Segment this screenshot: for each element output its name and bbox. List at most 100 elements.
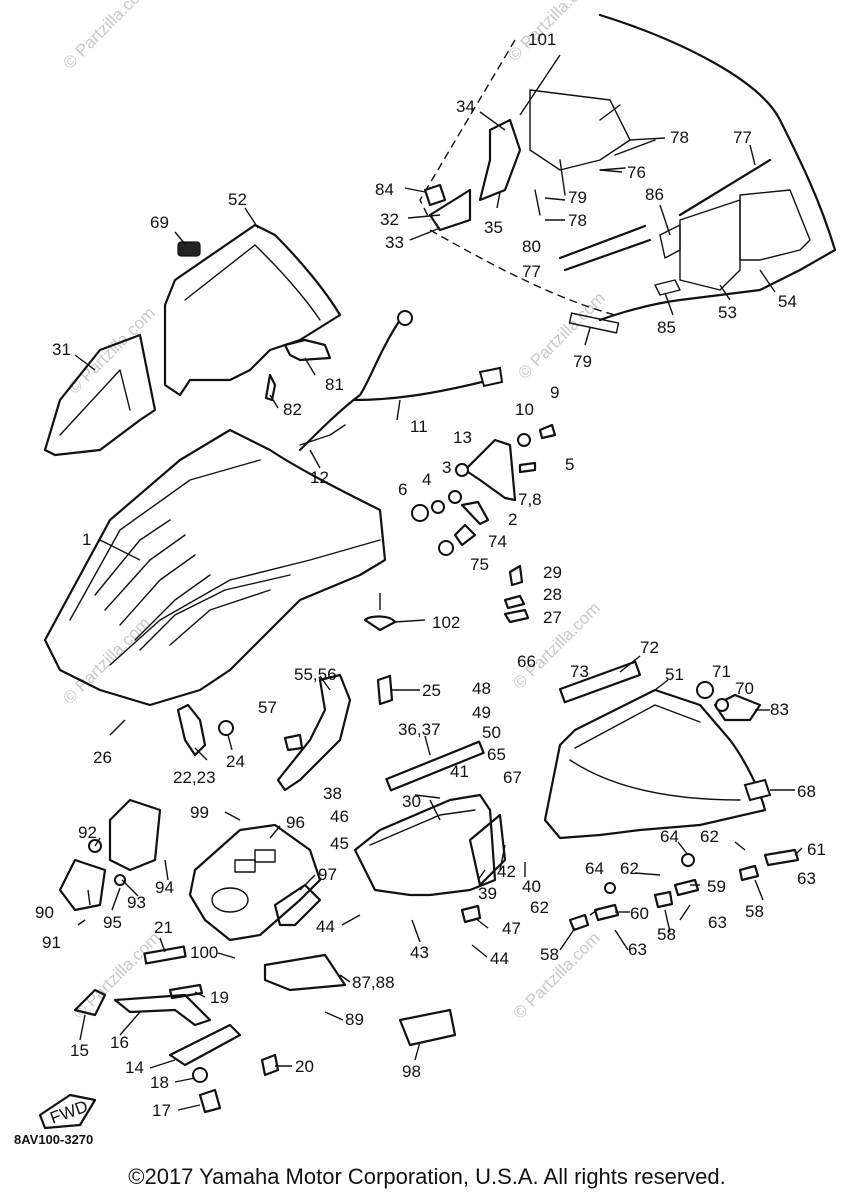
callout-20: 20 <box>295 1057 314 1076</box>
fwd-label: FWD <box>48 1097 91 1128</box>
hood-part-1 <box>43 428 387 707</box>
bracket-parts-2-13 <box>363 423 557 632</box>
callout-27: 27 <box>543 608 562 627</box>
callout-17: 17 <box>152 1101 171 1120</box>
callout-13: 13 <box>453 428 472 447</box>
callout-35: 35 <box>484 218 503 237</box>
callout-83: 83 <box>770 700 789 719</box>
callout-24: 24 <box>226 752 245 771</box>
callout-71: 71 <box>712 662 731 681</box>
callout-63: 63 <box>628 940 647 959</box>
callout-65: 65 <box>487 745 506 764</box>
callout-14: 14 <box>125 1058 144 1077</box>
callout-89: 89 <box>345 1010 364 1029</box>
callout-85: 85 <box>657 318 676 337</box>
callout-78: 78 <box>568 211 587 230</box>
callout-61: 61 <box>807 840 826 859</box>
callout-63: 63 <box>708 913 727 932</box>
watermark: © Partzilla.com <box>509 928 603 1022</box>
callout-38: 38 <box>323 784 342 803</box>
callout-29: 29 <box>543 563 562 582</box>
callout-19: 19 <box>210 988 229 1007</box>
callout-96: 96 <box>286 813 305 832</box>
windshield-part-101 <box>419 13 837 334</box>
callout-2: 2 <box>508 510 517 529</box>
callout-59: 59 <box>707 877 726 896</box>
callout-54: 54 <box>778 292 797 311</box>
callout-32: 32 <box>380 210 399 229</box>
callout-18: 18 <box>150 1073 169 1092</box>
watermark: © Partzilla.com <box>64 303 158 397</box>
callout-91: 91 <box>42 933 61 952</box>
callout-84: 84 <box>375 180 394 199</box>
callout-77: 77 <box>733 128 752 147</box>
callout-11: 11 <box>410 417 428 436</box>
callout-43: 43 <box>410 943 429 962</box>
watermark: © Partzilla.com <box>69 928 163 1022</box>
harness-part-11 <box>298 310 504 452</box>
callout-46: 46 <box>330 807 349 826</box>
callout-58: 58 <box>657 925 676 944</box>
callout-97: 97 <box>318 865 337 884</box>
callout-79: 79 <box>568 188 587 207</box>
callout-98: 98 <box>402 1062 421 1081</box>
callout-51: 51 <box>665 665 684 684</box>
callout-30: 30 <box>402 792 421 811</box>
inner-panel-part-52 <box>43 223 342 457</box>
callout-92: 92 <box>78 823 97 842</box>
callout-28: 28 <box>543 585 562 604</box>
callout-58: 58 <box>540 945 559 964</box>
callout-69: 69 <box>150 213 169 232</box>
callout-15: 15 <box>70 1041 89 1060</box>
diagram-code: 8AV100-3270 <box>14 1132 94 1147</box>
callout-87,88: 87,88 <box>352 973 395 992</box>
callout-66: 66 <box>517 652 536 671</box>
callout-labels: 101 34 78 77 76 79 84 86 32 78 33 35 80 … <box>35 30 826 1120</box>
callout-70: 70 <box>735 679 754 698</box>
callout-77: 77 <box>522 262 541 281</box>
callout-68: 68 <box>797 782 816 801</box>
callout-67: 67 <box>503 768 522 787</box>
callout-3: 3 <box>442 458 451 477</box>
callout-45: 45 <box>330 834 349 853</box>
callout-101: 101 <box>528 30 556 49</box>
callout-90: 90 <box>35 903 54 922</box>
callout-64: 64 <box>585 859 604 878</box>
callout-1: 1 <box>82 530 91 549</box>
callout-64: 64 <box>660 827 679 846</box>
small-parts-58-64 <box>460 848 800 932</box>
callout-39: 39 <box>478 884 497 903</box>
callout-80: 80 <box>522 237 541 256</box>
callout-21: 21 <box>154 918 173 937</box>
callout-50: 50 <box>482 723 501 742</box>
callout-6: 6 <box>398 480 407 499</box>
callout-62: 62 <box>700 827 719 846</box>
callout-81: 81 <box>325 375 344 394</box>
callout-72: 72 <box>640 638 659 657</box>
callout-53: 53 <box>718 303 737 322</box>
callout-49: 49 <box>472 703 491 722</box>
callout-36,37: 36,37 <box>398 720 441 739</box>
callout-58: 58 <box>745 902 764 921</box>
callout-42: 42 <box>497 862 516 881</box>
copyright-notice: ©2017 Yamaha Motor Corporation, U.S.A. A… <box>128 1164 726 1189</box>
callout-12: 12 <box>310 468 329 487</box>
callout-73: 73 <box>570 662 589 681</box>
callout-31: 31 <box>52 340 71 359</box>
callout-5: 5 <box>565 455 574 474</box>
callout-74: 74 <box>488 532 507 551</box>
callout-55,56: 55,56 <box>294 665 337 684</box>
callout-100: 100 <box>190 943 218 962</box>
callout-48: 48 <box>472 679 491 698</box>
callout-22,23: 22,23 <box>173 768 216 787</box>
side-panel-part-51 <box>543 660 772 840</box>
callout-86: 86 <box>645 185 664 204</box>
callout-47: 47 <box>502 919 521 938</box>
callout-57: 57 <box>258 698 277 717</box>
callout-40: 40 <box>522 877 541 896</box>
callout-76: 76 <box>627 163 646 182</box>
callout-99: 99 <box>190 803 209 822</box>
callout-62: 62 <box>530 898 549 917</box>
leader-lines <box>74 54 803 1111</box>
